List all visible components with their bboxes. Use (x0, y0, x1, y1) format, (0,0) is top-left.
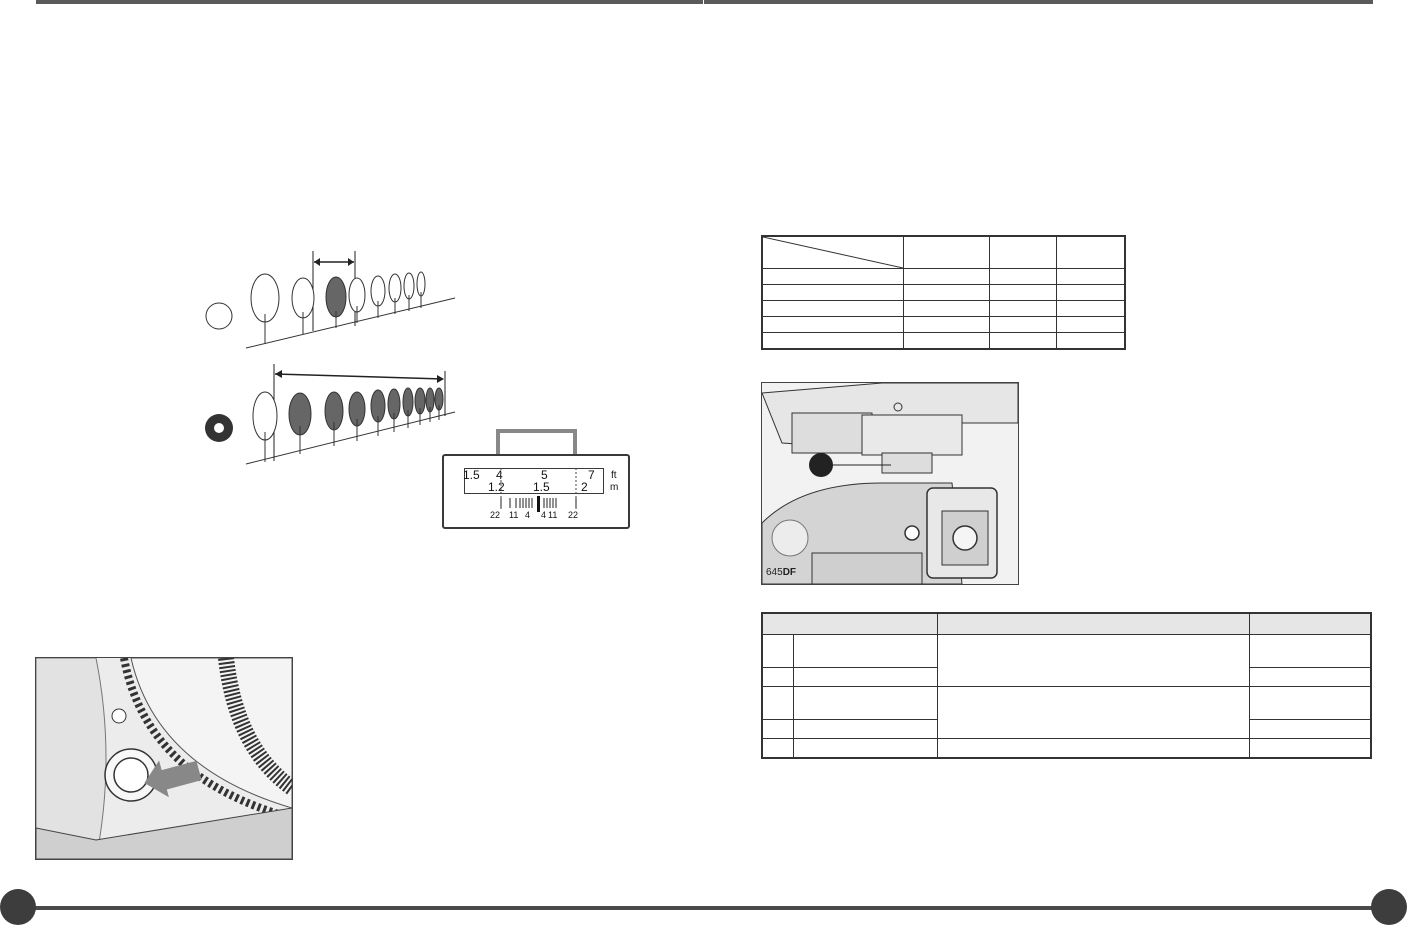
table-header-cell (989, 235, 1057, 269)
dof-marks (500, 468, 577, 512)
ft-value: 5 (541, 468, 548, 482)
aperture-mark: 4 (541, 510, 547, 520)
table-row (761, 667, 1372, 687)
ft-value: 7 (588, 468, 595, 482)
table-row (761, 719, 1372, 739)
left-page-marker (0, 889, 36, 925)
ft-value: 1.5 (463, 468, 480, 482)
table-row (761, 634, 1372, 687)
table-header-row (761, 612, 1372, 635)
ft-value: 4 (496, 468, 503, 482)
table-row (761, 300, 1126, 317)
table-header-cell (1056, 235, 1126, 269)
m-value: 2 (581, 480, 588, 494)
m-value: 1.5 (533, 480, 550, 494)
top-rule-left (36, 0, 703, 4)
top-rule-right (704, 0, 1373, 4)
table-row (761, 284, 1126, 301)
table-corner-cell (761, 235, 904, 269)
m-unit-label: m (610, 482, 619, 493)
table-row (761, 268, 1126, 285)
accessory-table (761, 612, 1372, 759)
callout-leader (833, 464, 891, 466)
table-header-cell (903, 235, 990, 269)
table-row (761, 316, 1126, 333)
table-header-cell (936, 612, 1250, 635)
table-header-row (761, 235, 1126, 269)
table-header-cell (761, 612, 938, 635)
aperture-mark: 11 (509, 510, 519, 520)
table-header-cell (1248, 612, 1372, 635)
distance-window (464, 468, 604, 494)
aperture-mark: 22 (490, 510, 501, 520)
svg-text:645DF: 645DF (766, 567, 796, 578)
aperture-mark: 22 (568, 510, 579, 520)
ft-unit-label: ft (611, 470, 617, 481)
aperture-mark: 4 (525, 510, 531, 520)
camera-button-photo (35, 657, 293, 860)
flash-mount-photo: 645DF (761, 382, 1019, 585)
table-row (761, 738, 1372, 759)
table-row (761, 332, 1126, 350)
depth-of-field-illustration (205, 251, 456, 465)
aperture-mark: 11 (548, 510, 558, 520)
table-row (761, 686, 1372, 739)
callout-marker (809, 453, 833, 477)
depth-of-field-scale: 1.5 4 5 7 1.2 1.5 2 ft m 22 11 4 4 11 22 (442, 454, 630, 529)
bottom-rule (22, 906, 1384, 910)
right-page-marker (1371, 889, 1407, 925)
settings-table (761, 235, 1126, 350)
aperture-open-icon (205, 302, 233, 330)
